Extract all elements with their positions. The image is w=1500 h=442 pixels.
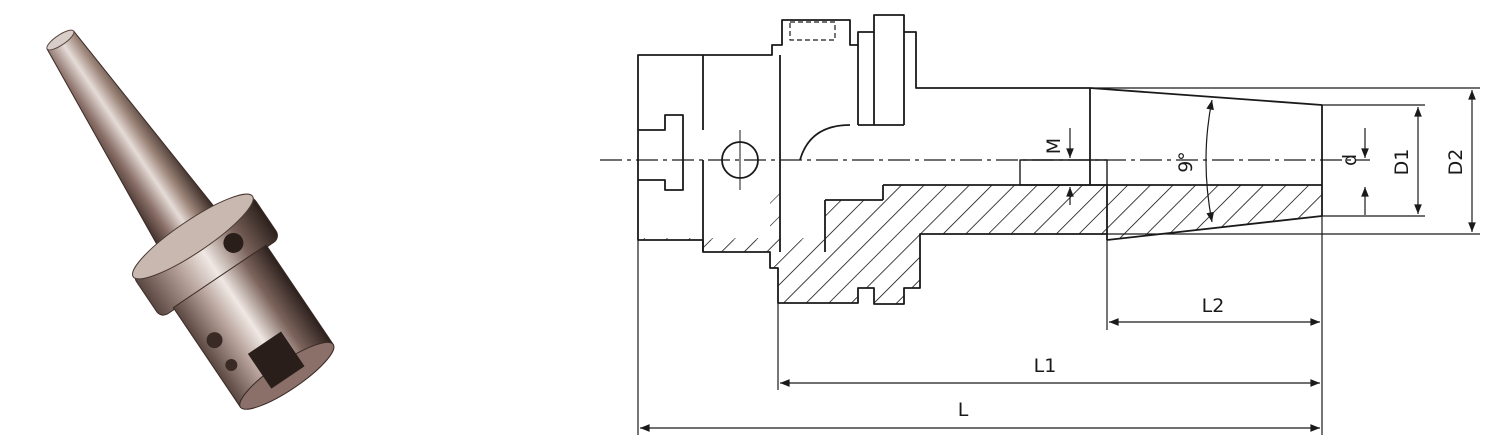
label-M: M bbox=[1043, 138, 1065, 154]
angle-arc bbox=[1205, 99, 1214, 223]
side-hole bbox=[223, 232, 244, 253]
label-L: L bbox=[958, 399, 969, 421]
window-curve bbox=[799, 124, 851, 161]
label-angle: 9° bbox=[1175, 151, 1197, 173]
dimension-labels: L L1 L2 D2 D1 d M 9° bbox=[958, 138, 1467, 421]
thread-m bbox=[1019, 159, 1108, 186]
label-D1: D1 bbox=[1391, 149, 1413, 176]
side-hole-3 bbox=[225, 359, 238, 372]
upper-outline bbox=[637, 14, 1090, 160]
technical-drawing-2d bbox=[600, 14, 1480, 435]
taper-upper-edge bbox=[1089, 87, 1323, 106]
label-D2: D2 bbox=[1445, 149, 1467, 176]
taper-lower-edge bbox=[1106, 215, 1323, 241]
label-L1: L1 bbox=[1034, 355, 1057, 377]
drive-slot bbox=[247, 331, 305, 389]
shank-tip bbox=[46, 29, 75, 51]
drive-key bbox=[638, 114, 684, 160]
flange-top-face bbox=[132, 193, 254, 280]
label-L2: L2 bbox=[1202, 295, 1225, 317]
drive-key-lower bbox=[638, 160, 684, 191]
side-hole-2 bbox=[206, 332, 223, 349]
hidden-pocket bbox=[789, 21, 836, 41]
label-d: d bbox=[1339, 154, 1361, 166]
hatch-fill-main bbox=[638, 185, 1322, 304]
toolholder-3d-rendering bbox=[46, 29, 335, 410]
